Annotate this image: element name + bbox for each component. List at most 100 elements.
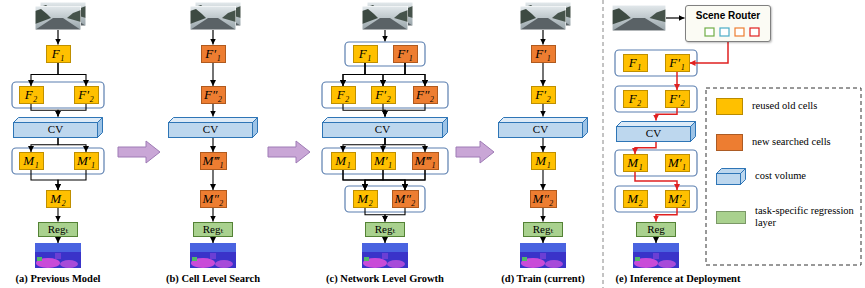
node-label: M₂ [357, 192, 372, 206]
legend-text: cost volume [755, 170, 855, 182]
new-cell: F′₁ [531, 45, 556, 63]
cost-volume-side [98, 117, 103, 137]
flow-arrow [58, 104, 86, 117]
cost-volume-side [691, 121, 696, 141]
panel-caption: (e) Inference at Deployment [616, 273, 741, 285]
node-label: M₂ [627, 192, 642, 206]
node-label: M′₂ [668, 192, 686, 206]
node-label: F′₂ [78, 88, 93, 102]
node-label: F″₂ [416, 88, 434, 102]
regression-layer: Reg [636, 222, 676, 237]
reused-cell: M₁ [331, 152, 356, 170]
output-arrow [655, 237, 656, 243]
node-label: F′₂ [669, 92, 684, 106]
output-arrow [212, 237, 213, 243]
reused-cell: M₂ [623, 190, 648, 208]
legend-frame [706, 88, 861, 265]
cell-group [12, 148, 104, 174]
legend-entry: cost volume [716, 168, 855, 185]
flow-arrow [365, 170, 425, 190]
cost-volume-side [583, 117, 588, 137]
input-arrow [384, 30, 385, 42]
node-label: CV [646, 127, 661, 139]
flow-arrow [542, 104, 543, 117]
node-label: CV [48, 123, 63, 135]
node-label: CV [375, 123, 390, 135]
node-label: F′₁ [535, 47, 550, 61]
cell-group [345, 186, 425, 212]
reused-cell: F′₂ [74, 86, 99, 104]
flow-arrow [635, 142, 656, 155]
reused-cell: F₁ [46, 45, 71, 63]
cell-group [615, 186, 697, 212]
output-arrow [384, 237, 385, 243]
node-label: Regₜ [533, 223, 553, 235]
cost-volume-top [499, 117, 588, 122]
panel-caption: (b) Cell Level Search [166, 273, 260, 285]
reused-cell: F′₁ [665, 54, 690, 72]
legend-text: task-specific regression layer [755, 205, 855, 229]
input-arrow [57, 30, 58, 45]
flow-arrow [676, 72, 678, 90]
flow-arrow [58, 63, 86, 86]
cell-group [12, 82, 104, 108]
cost-volume: CV [498, 117, 588, 138]
panel-caption: (a) Previous Model [16, 273, 101, 285]
cell-group [345, 42, 425, 66]
cell-groups [12, 42, 697, 212]
disparity-maps [35, 243, 679, 268]
node-label: CV [533, 123, 548, 135]
legend-text: reused old cells [752, 100, 852, 112]
new-cell: M″₂ [200, 190, 227, 208]
node-label: M‴₁ [203, 154, 224, 168]
node-label: F′₁ [669, 56, 684, 70]
flow-arrow [31, 104, 58, 117]
flow-arrow [212, 170, 213, 190]
regression-layer: Regₜ [38, 222, 78, 237]
legend-swatch [716, 98, 743, 115]
disparity-map [35, 243, 81, 268]
stage-arrow [118, 141, 160, 163]
node-label: F₁ [629, 56, 641, 70]
legend-box-side [741, 169, 746, 185]
flow-arrow [690, 42, 729, 63]
cell-group [615, 50, 697, 76]
cost-volume: CV [616, 121, 696, 142]
reused-cell: M₂ [46, 190, 71, 208]
flow-arrow [405, 170, 425, 190]
legend-box-shape [716, 168, 746, 185]
node-label: F₁ [359, 47, 371, 61]
node-label: F′₁ [205, 47, 220, 61]
node-label: M₁ [535, 154, 550, 168]
node-label: Regₜ [48, 223, 68, 235]
flow-arrow [542, 170, 543, 190]
cell-group [615, 150, 697, 176]
node-label: Regₜ [375, 223, 395, 235]
cost-volume-side [443, 117, 448, 137]
flow-arrow [343, 104, 385, 117]
reused-cell: F₂ [19, 86, 44, 104]
reused-cell: F₁ [623, 54, 648, 72]
node-label: Scene Router [696, 10, 760, 21]
cost-volume-top [169, 117, 258, 122]
cost-volume: CV [322, 117, 448, 138]
scene-router: Scene Router [685, 5, 771, 42]
node-label: F₂ [25, 88, 37, 102]
node-label: F′₁ [397, 47, 412, 61]
flow-arrow [635, 172, 677, 190]
node-label: F″₂ [204, 88, 222, 102]
legend-entry: reused old cells [716, 98, 852, 115]
input-arrow [212, 30, 213, 45]
input-image [612, 5, 666, 31]
reused-cell: M₁ [19, 152, 44, 170]
flow-arrow [58, 170, 86, 190]
flow-arrow [343, 138, 385, 153]
flow-arrow [656, 108, 677, 121]
output-arrow [542, 237, 543, 243]
node-label: F₂ [629, 92, 641, 106]
legend-box-front [717, 174, 741, 185]
legend-swatch [716, 134, 743, 151]
node-label: F₁ [52, 47, 64, 61]
new-cell: F′₁ [393, 45, 418, 63]
new-cell: F′₁ [201, 45, 226, 63]
